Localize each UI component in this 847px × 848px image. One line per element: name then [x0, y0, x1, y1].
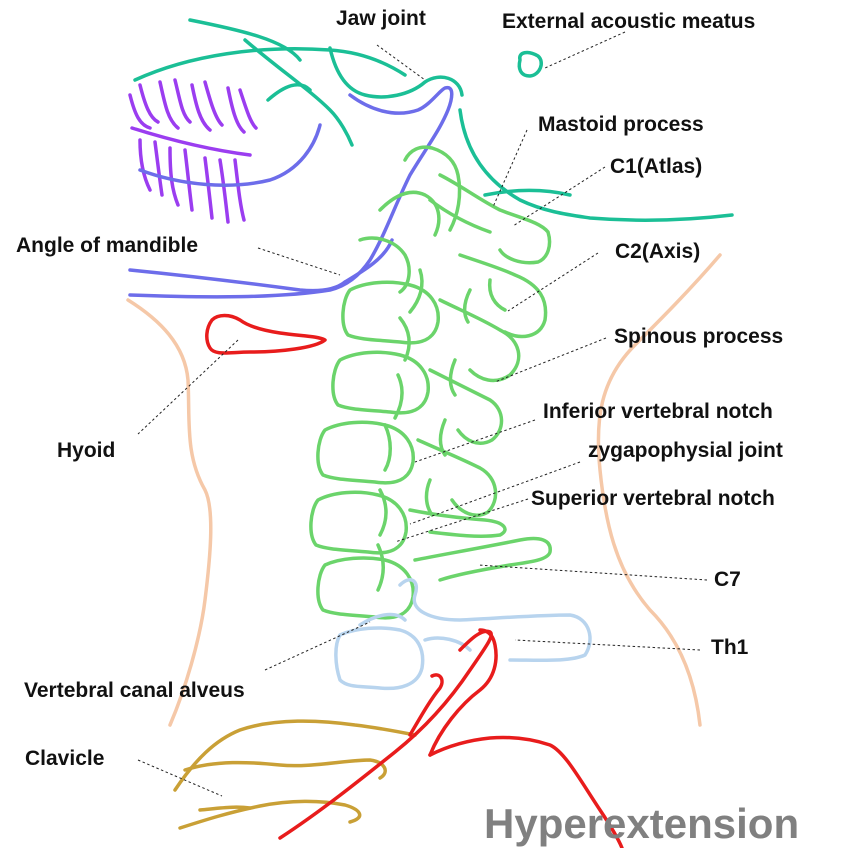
neck-outline [126, 253, 722, 727]
hyoid-bone [205, 313, 327, 355]
label-angle-of-mandible: Angle of mandible [16, 234, 199, 257]
artery [278, 628, 624, 848]
label-external-acoustic-meatus: External acoustic meatus [502, 10, 756, 33]
diagram-title: Hyperextension [484, 800, 800, 847]
label-superior-vertebral-notch: Superior vertebral notch [531, 487, 775, 510]
th1-vertebra [334, 578, 592, 691]
leader-lines [137, 31, 708, 797]
label-th1: Th1 [711, 636, 749, 659]
label-mastoid-process: Mastoid process [538, 113, 704, 136]
clavicle [173, 719, 417, 830]
label-inferior-vertebral-notch: Inferior vertebral notch [543, 400, 773, 423]
label-jaw-joint: Jaw joint [336, 7, 426, 30]
label-c1-atlas: C1(Atlas) [610, 155, 703, 178]
upper-teeth [128, 78, 258, 157]
mandible [128, 85, 454, 299]
label-zygapophysial-joint: zygapophysial joint [588, 439, 783, 462]
label-vertebral-canal-alveus: Vertebral canal alveus [24, 679, 245, 702]
label-clavicle: Clavicle [25, 747, 105, 770]
skull-base [133, 18, 734, 222]
cervical-vertebrae [309, 145, 552, 620]
label-c2-axis: C2(Axis) [615, 240, 701, 263]
label-spinous-process: Spinous process [614, 325, 784, 348]
label-hyoid: Hyoid [57, 439, 116, 462]
label-c7: C7 [714, 568, 741, 591]
